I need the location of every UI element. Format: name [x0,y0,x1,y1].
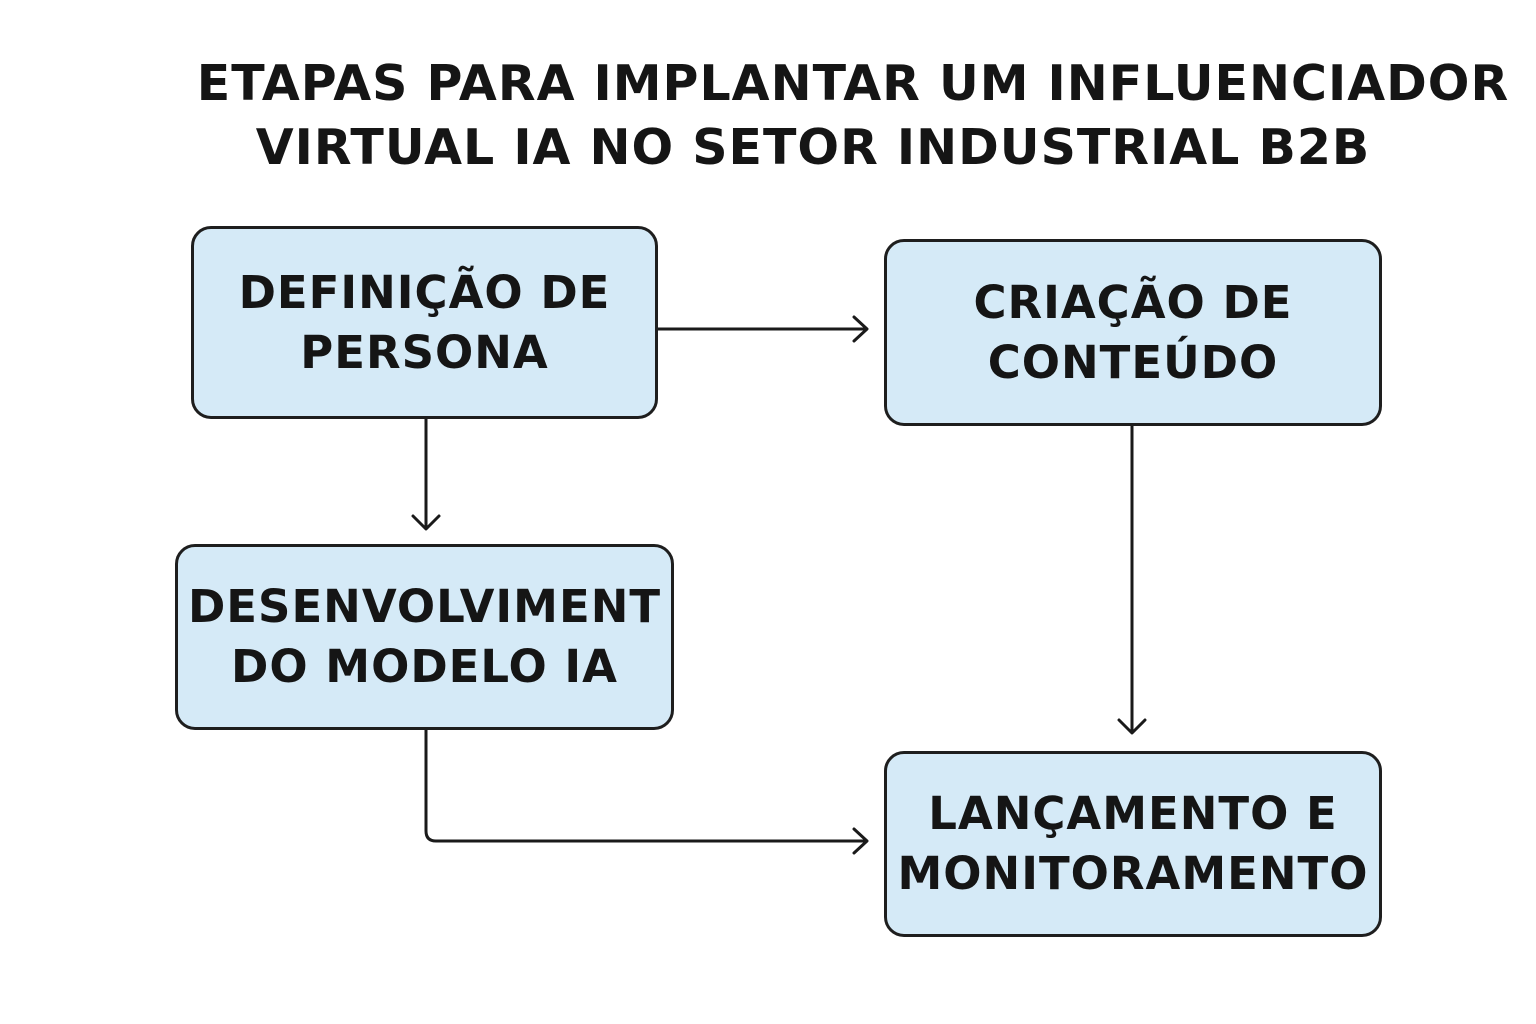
node-definicao-line-2: PERSONA [300,325,549,379]
diagram-title-line-2: VIRTUAL IA NO SETOR INDUSTRIAL B2B [255,119,1371,176]
arrow-desenvolvimento-to-lancamento [424,728,868,843]
node-lancamento-e-monitoramento: LANÇAMENTO E MONITORAMENTO [884,751,1382,937]
node-criacao-line-1: CRIAÇÃO DE [973,275,1293,329]
node-definicao-line-1: DEFINIÇÃO DE [238,265,611,319]
node-criacao-line-2: CONTEÚDO [987,335,1279,389]
node-desenvolvimento-do-modelo-ia: DESENVOLVIMENT DO MODELO IA [175,544,674,730]
node-desenvolvimento-line-2: DO MODELO IA [231,640,618,693]
arrowhead-desenvolvimento-to-lancamento [852,827,869,855]
node-definicao-de-persona: DEFINIÇÃO DE PERSONA [191,226,658,419]
node-desenvolvimento-line-1: DESENVOLVIMENT [187,580,662,633]
arrowhead-criacao-to-lancamento [1117,718,1147,735]
arrowhead-definicao-to-desenvolvimento [411,514,441,531]
diagram-title-line-1: ETAPAS PARA IMPLANTAR UM INFLUENCIADOR [196,55,1510,112]
node-criacao-de-conteudo: CRIAÇÃO DE CONTEÚDO [884,239,1382,426]
arrowhead-definicao-to-criacao [852,315,869,343]
node-lancamento-line-2: MONITORAMENTO [897,847,1369,900]
diagram-title: ETAPAS PARA IMPLANTAR UM INFLUENCIADOR V… [0,52,1536,180]
node-lancamento-line-1: LANÇAMENTO E [928,787,1338,840]
